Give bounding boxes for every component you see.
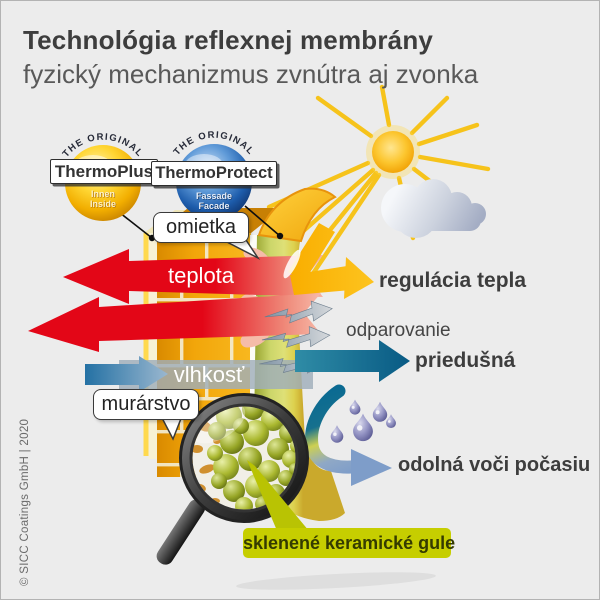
weather-resistant-arrow [305, 384, 392, 486]
heat-regulation-label: regulácia tepla [379, 269, 527, 292]
magnifier-handle [156, 499, 206, 565]
cloud-icon [381, 179, 486, 238]
page-title: Technológia reflexnej membrány [23, 25, 434, 55]
thermoprotect-sub1: Fassade [195, 191, 233, 201]
thermoplus-badge-subtext: Innen Inside [73, 189, 133, 209]
thermoprotect-sub2: Facade [198, 201, 230, 211]
breathable-arrow [295, 340, 410, 382]
thermoplus-sub2: Inside [89, 199, 116, 209]
page-subtitle: fyzický mechanizmus zvnútra aj zvonka [23, 59, 479, 89]
thermoprotect-badge-subtext: Fassade Facade [184, 191, 244, 211]
copyright-notice: © SICC Coatings GmbH | 2020 [19, 418, 31, 586]
thermoplus-sub1: Innen [91, 189, 115, 199]
thermoplus-badge-label: ThermoPlus [50, 159, 158, 184]
evaporation-label: odparovanie [346, 320, 451, 341]
weather-resistant-label: odolná voči počasiu [398, 454, 591, 476]
masonry-callout: murárstvo [93, 389, 199, 420]
heat-regulation-arrow [283, 223, 374, 299]
ceramic-beads-label: sklenené keramické gule [243, 528, 455, 558]
plaster-callout: omietka [153, 212, 249, 243]
raindrop-icons [330, 399, 396, 443]
breathable-label: priedušná [415, 349, 516, 372]
temperature-arrow-label: teplota [167, 263, 235, 288]
moisture-arrow-label: vlhkosť [173, 362, 245, 387]
shadow [236, 572, 436, 590]
bead-pointer-beam [247, 460, 309, 533]
interior-coating-layer [143, 233, 149, 456]
heat-reflection-arrows [28, 249, 323, 352]
thermoprotect-badge-label: ThermoProtect [151, 161, 277, 186]
